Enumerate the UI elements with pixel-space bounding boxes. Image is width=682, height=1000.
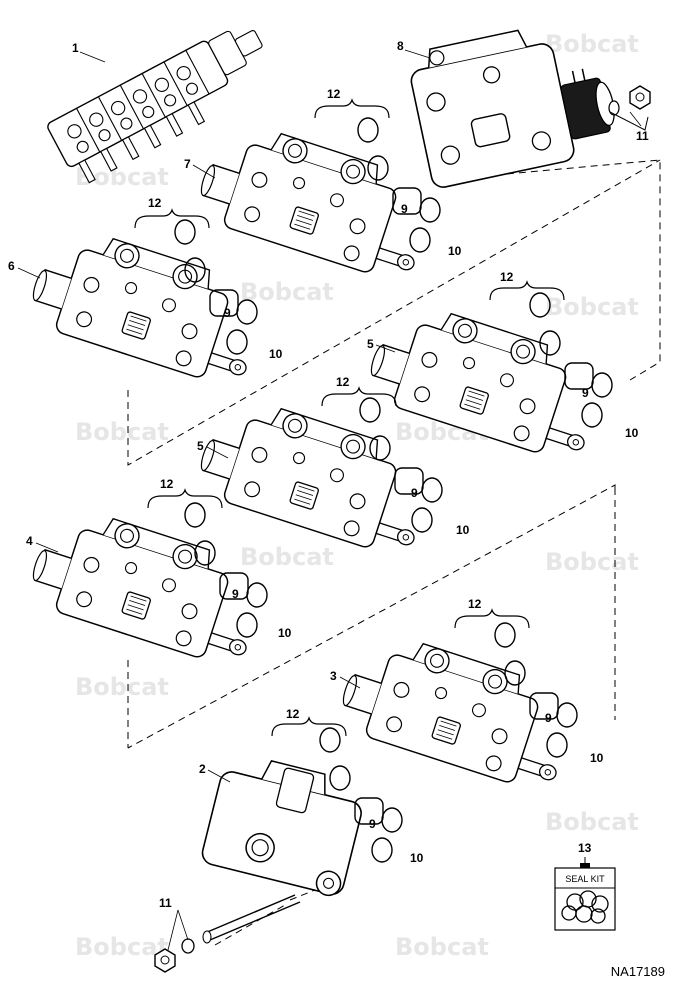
callout-4: 4 bbox=[26, 534, 33, 548]
tie-rod-and-nut-part-11-bottom bbox=[154, 894, 301, 973]
callout-7: 7 bbox=[184, 157, 191, 171]
callout-8: 8 bbox=[397, 39, 404, 53]
callout-labels: 1 8 11 12 7 9 10 12 6 9 10 12 5 9 10 12 … bbox=[8, 39, 649, 910]
callout-12-b: 12 bbox=[148, 196, 162, 210]
callout-12-a: 12 bbox=[327, 87, 341, 101]
callout-12-c: 12 bbox=[500, 270, 514, 284]
callout-9-b: 9 bbox=[224, 306, 231, 320]
callout-9-e: 9 bbox=[232, 587, 239, 601]
dashed-alignment-lines bbox=[127, 159, 661, 946]
seal-kit-box: SEAL KIT bbox=[554, 857, 616, 931]
watermark-layer: Bobcat Bobcat Bobcat Bobcat Bobcat Bobca… bbox=[75, 30, 639, 961]
callout-10-f: 10 bbox=[590, 751, 604, 765]
callout-10-a: 10 bbox=[448, 244, 462, 258]
callout-2: 2 bbox=[199, 762, 206, 776]
callout-10-c: 10 bbox=[625, 426, 639, 440]
valve-section-part-5-lower bbox=[190, 389, 441, 562]
watermark-text: Bobcat bbox=[545, 30, 639, 58]
callout-10-e: 10 bbox=[278, 626, 292, 640]
watermark-text: Bobcat bbox=[240, 278, 334, 306]
callout-13: 13 bbox=[578, 841, 592, 855]
valve-section-part-6 bbox=[22, 219, 273, 392]
watermark-text: Bobcat bbox=[395, 933, 489, 961]
callout-12-g: 12 bbox=[286, 707, 300, 721]
drawing-code: NA17189 bbox=[611, 964, 665, 979]
watermark-text: Bobcat bbox=[75, 418, 169, 446]
callout-1: 1 bbox=[72, 41, 79, 55]
valve-section-part-4 bbox=[22, 499, 273, 672]
valve-section-part-7 bbox=[190, 114, 441, 287]
valve-assembly-part-1 bbox=[47, 30, 263, 184]
callout-9-a: 9 bbox=[401, 202, 408, 216]
callout-10-d: 10 bbox=[456, 523, 470, 537]
callout-11-top: 11 bbox=[636, 129, 649, 143]
end-section-part-8 bbox=[410, 29, 615, 188]
watermark-text: Bobcat bbox=[75, 933, 169, 961]
inlet-section-part-2 bbox=[201, 760, 362, 897]
callout-5-lower: 5 bbox=[197, 439, 204, 453]
callout-5-upper: 5 bbox=[367, 337, 374, 351]
callout-9-d: 9 bbox=[411, 486, 418, 500]
callout-11-bottom: 11 bbox=[159, 896, 172, 910]
watermark-text: Bobcat bbox=[240, 543, 334, 571]
watermark-text: Bobcat bbox=[75, 673, 169, 701]
callout-3: 3 bbox=[330, 669, 337, 683]
callout-6: 6 bbox=[8, 259, 15, 273]
callout-10-b: 10 bbox=[269, 347, 283, 361]
seal-kit-rings bbox=[561, 890, 609, 924]
callout-9-c: 9 bbox=[582, 386, 589, 400]
seal-kit-label: SEAL KIT bbox=[565, 874, 605, 884]
callout-9-g: 9 bbox=[369, 817, 376, 831]
callout-10-g: 10 bbox=[410, 851, 424, 865]
nut-and-washer-part-11-top bbox=[608, 85, 651, 131]
callout-9-f: 9 bbox=[545, 711, 552, 725]
watermark-text: Bobcat bbox=[545, 548, 639, 576]
leader-lines bbox=[17, 49, 642, 951]
callout-12-e: 12 bbox=[160, 477, 174, 491]
watermark-text: Bobcat bbox=[545, 293, 639, 321]
callout-12-f: 12 bbox=[468, 597, 482, 611]
watermark-text: Bobcat bbox=[545, 808, 639, 836]
callout-12-d: 12 bbox=[336, 375, 350, 389]
